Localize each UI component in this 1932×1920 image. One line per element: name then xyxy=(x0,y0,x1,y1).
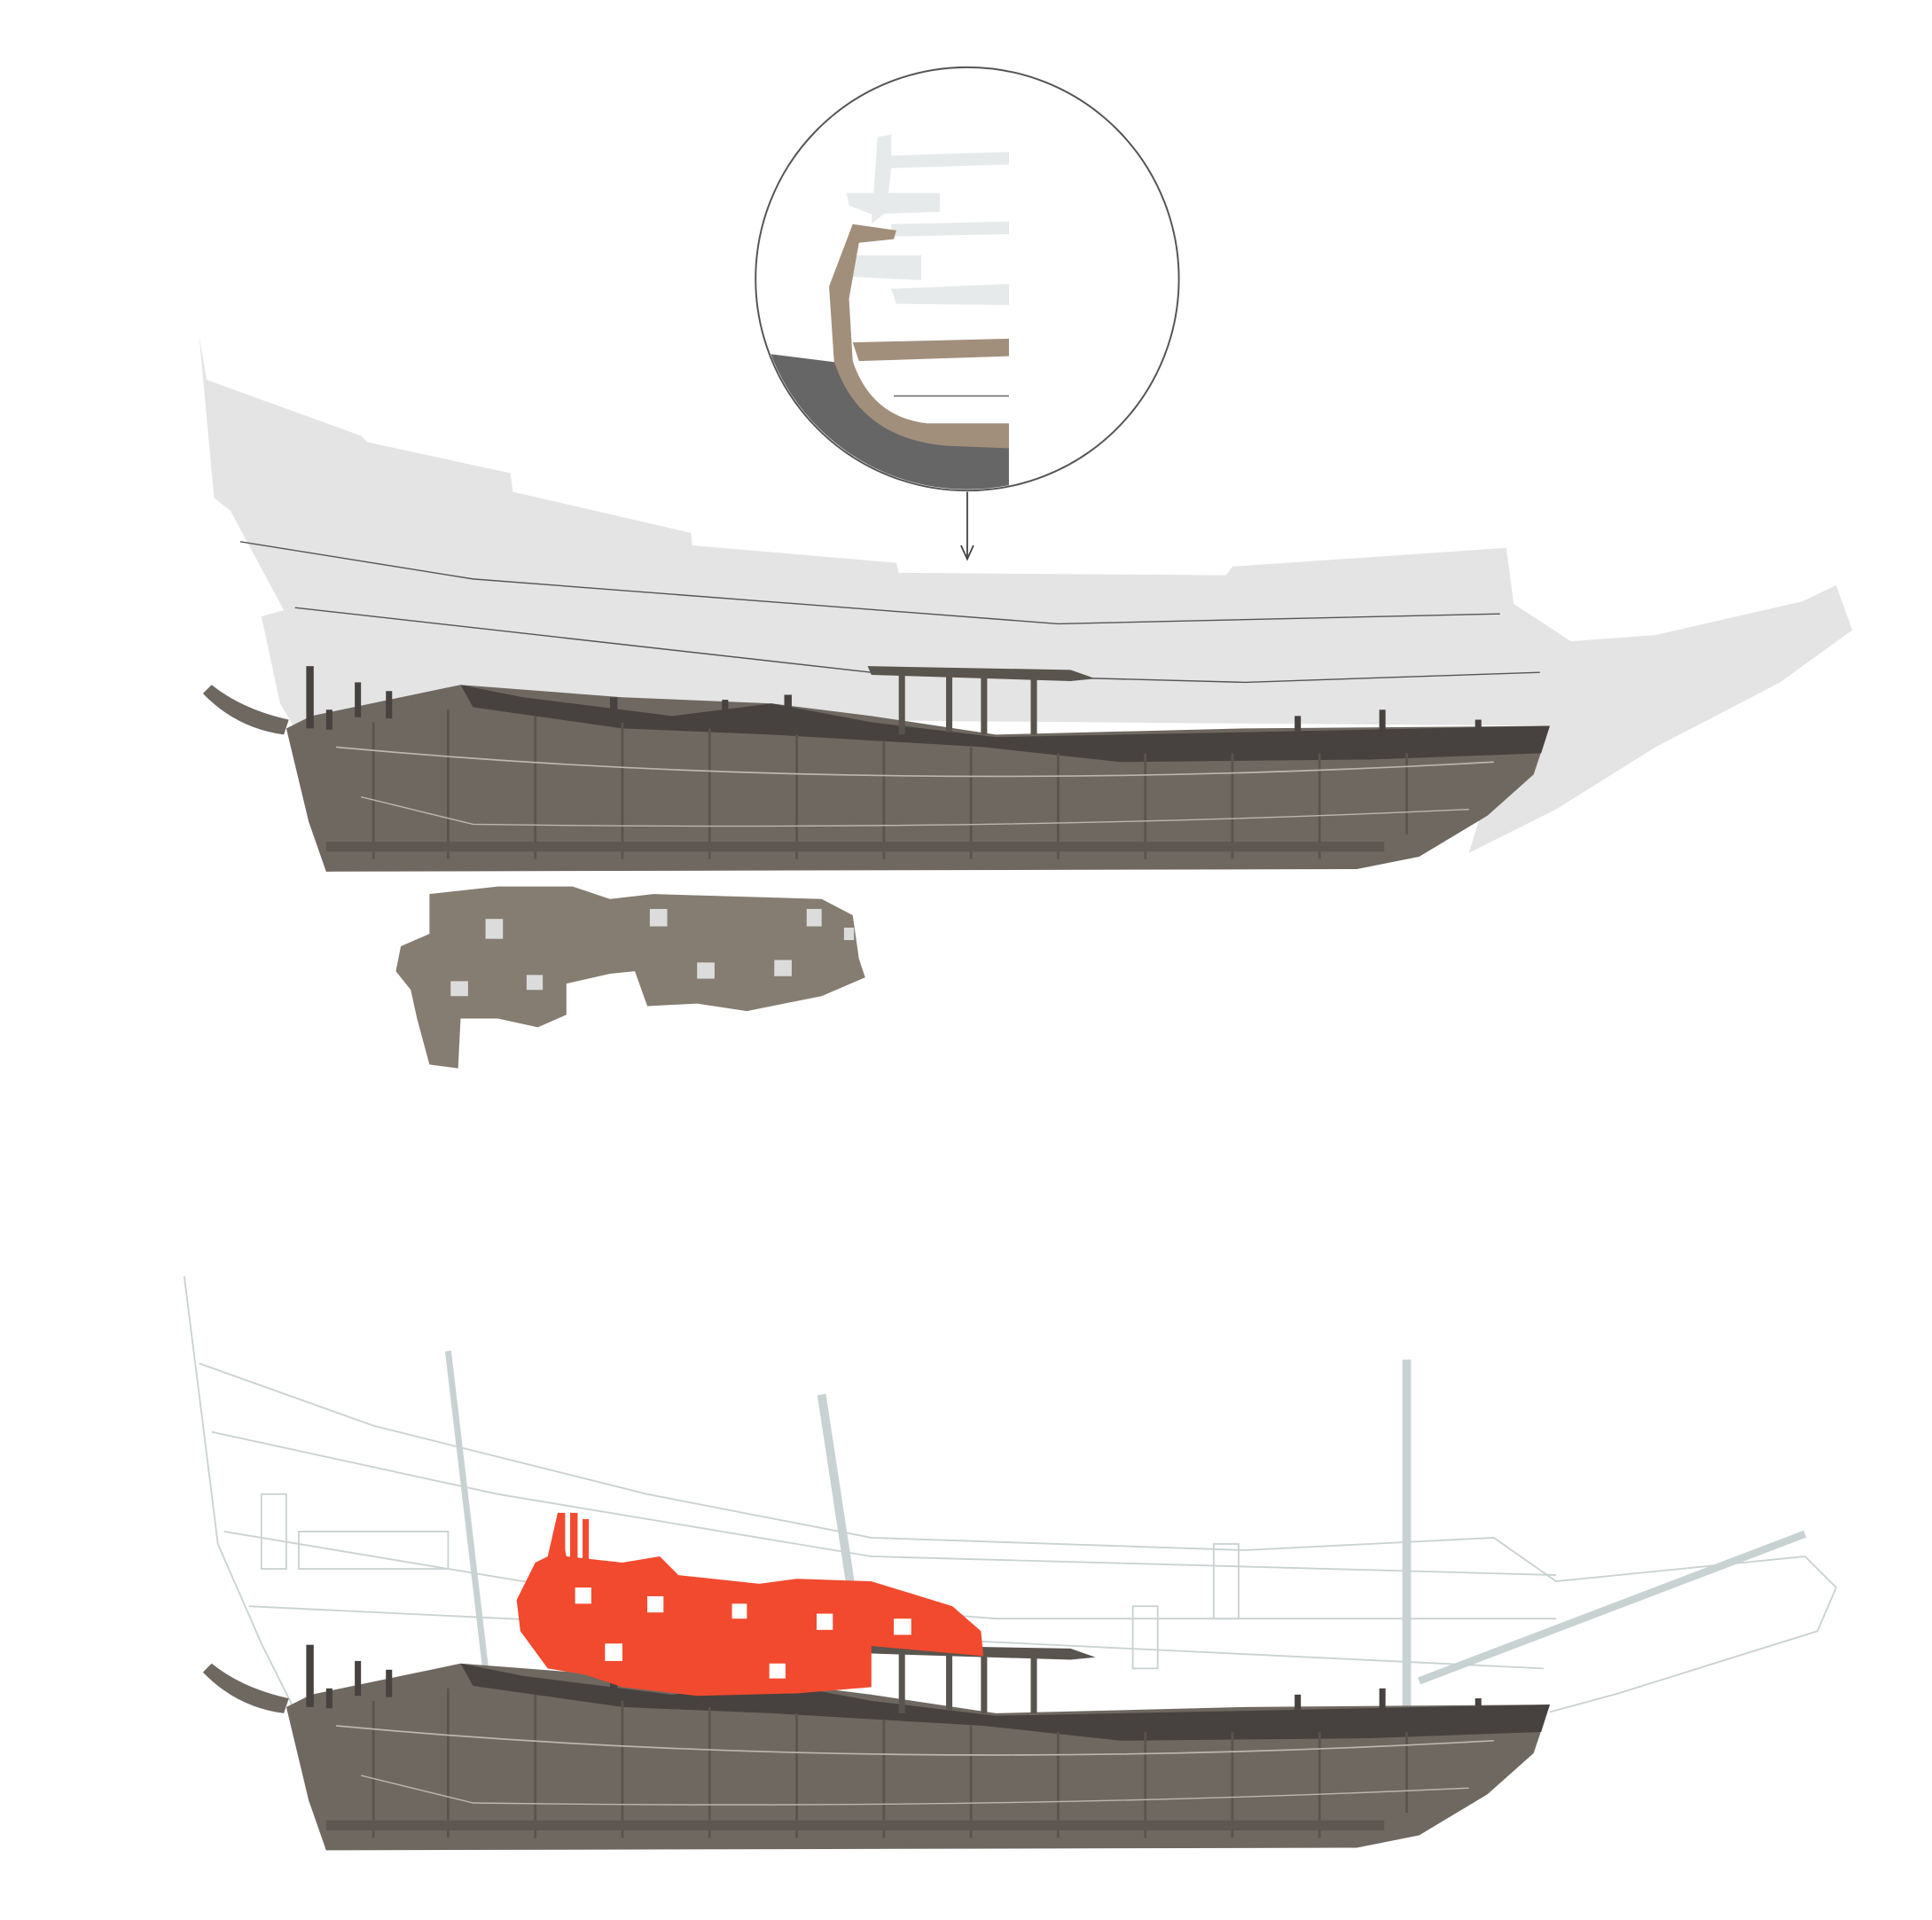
gunport-openings-highlight xyxy=(575,1587,939,1690)
section-detail-circle xyxy=(755,66,1180,492)
upper-decks-ghost xyxy=(840,134,1010,305)
ghost-sheer-line-upper xyxy=(239,541,1500,625)
gunport-openings xyxy=(450,908,855,997)
highlighted-fragment xyxy=(516,1512,984,1697)
wreck-hull-bottom xyxy=(201,1643,1552,1852)
arrow-icon xyxy=(960,491,974,561)
ship-line-drawing xyxy=(183,1276,1837,1850)
hull-frame-section xyxy=(829,223,1010,449)
recovered-fragment xyxy=(395,886,865,1069)
deck-beam-section xyxy=(852,338,1010,362)
